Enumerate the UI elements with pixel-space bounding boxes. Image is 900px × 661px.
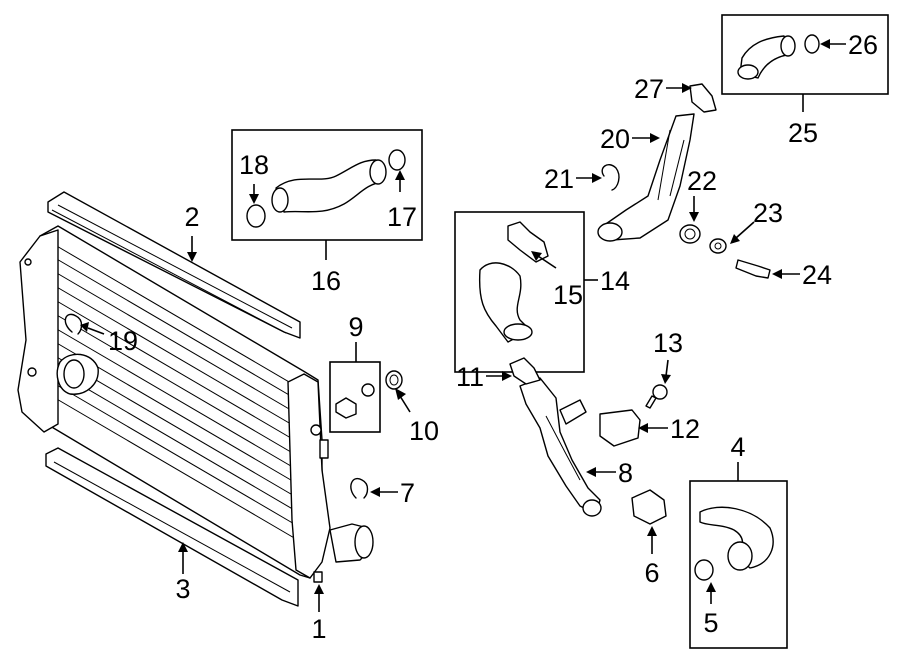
hose-4 (699, 506, 774, 571)
o-ring-19 (64, 313, 83, 335)
callout-18: 18 (239, 150, 269, 180)
bolt-24 (735, 259, 771, 279)
washer-23 (709, 238, 727, 254)
o-ring-17 (388, 149, 406, 171)
callout-23: 23 (753, 198, 783, 228)
callout-12: 12 (670, 414, 700, 444)
o-ring-21 (601, 164, 620, 191)
pipe-20 (597, 113, 695, 242)
callout-4: 4 (730, 432, 745, 462)
box-9 (329, 361, 381, 433)
callout-9: 9 (348, 312, 363, 342)
callout-11: 11 (456, 362, 484, 392)
callout-5: 5 (703, 608, 718, 638)
pipe-14 (478, 262, 533, 343)
callout-10: 10 (409, 416, 439, 446)
callout-3: 3 (175, 574, 190, 604)
intercooler-core (17, 191, 374, 607)
pipe-8 (519, 377, 602, 517)
callout-26: 26 (848, 30, 878, 60)
callout-13: 13 (653, 328, 683, 358)
o-ring-18 (246, 204, 266, 228)
callout-6: 6 (644, 558, 659, 588)
cap-10 (385, 370, 403, 390)
clamp-11 (509, 357, 541, 385)
bushing-22 (679, 224, 701, 244)
callout-1: 1 (311, 614, 326, 644)
callout-21: 21 (544, 164, 574, 194)
callout-27: 27 (634, 74, 664, 104)
callout-24: 24 (802, 260, 832, 290)
box-25 (721, 14, 889, 95)
clamp-27 (689, 83, 717, 113)
callout-8: 8 (618, 458, 633, 488)
callout-7: 7 (400, 478, 415, 508)
callout-15: 15 (553, 280, 583, 310)
callout-2: 2 (184, 202, 199, 232)
callout-22: 22 (687, 166, 717, 196)
sensor-bolt-9 (335, 383, 375, 419)
callout-labels: 1 2 3 4 5 6 7 8 9 10 11 12 13 14 15 16 1… (108, 30, 878, 644)
clamp-6 (631, 489, 667, 525)
callout-19: 19 (108, 326, 138, 356)
clamp-15 (507, 221, 549, 263)
box-16 (231, 129, 423, 241)
callout-16: 16 (311, 266, 341, 296)
leader-lines (80, 39, 846, 612)
hose-16 (271, 159, 387, 213)
pipe-25 (737, 35, 796, 80)
callout-20: 20 (600, 124, 630, 154)
o-ring-7 (350, 477, 369, 499)
o-ring-26 (804, 34, 820, 54)
callout-25: 25 (788, 118, 818, 148)
bracket-12 (599, 409, 641, 447)
o-ring-5 (694, 559, 714, 581)
callout-14: 14 (600, 266, 630, 296)
screw-13 (645, 384, 668, 409)
callout-17: 17 (387, 202, 417, 232)
